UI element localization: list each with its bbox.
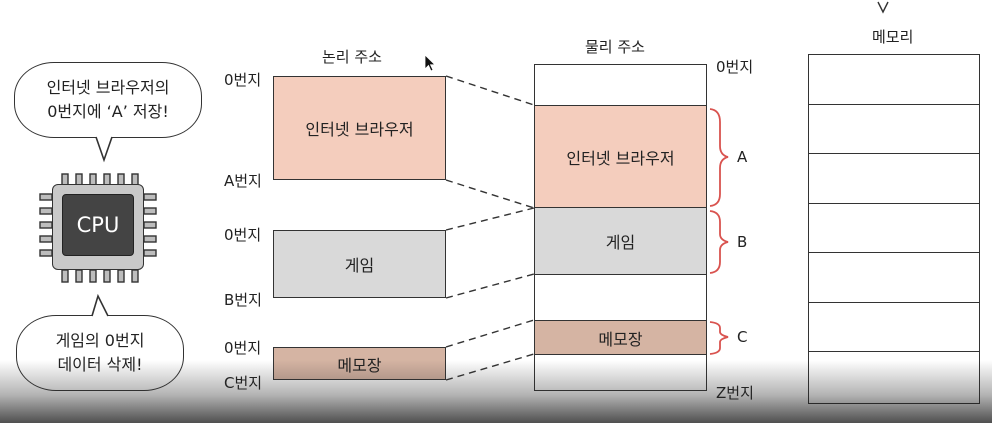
logical-game-start-address: 0번지 <box>224 226 262 244</box>
cpu-label: CPU <box>62 194 134 256</box>
logical-game-end-address: B번지 <box>224 291 262 309</box>
cpu-bubble-line2: 0번지에 ‘A’ 저장! <box>47 102 169 121</box>
cpu-speech-bubble: 인터넷 브라우저의 0번지에 ‘A’ 저장! <box>14 62 202 138</box>
memory-table <box>808 54 980 404</box>
physical-notepad-block: 메모장 <box>534 320 707 355</box>
physical-address-title: 물리 주소 <box>585 38 645 56</box>
logical-browser-start-address: 0번지 <box>224 71 262 89</box>
logical-game-block: 게임 <box>273 230 446 298</box>
memory-row-divider <box>809 203 979 204</box>
memory-row-divider <box>809 351 979 352</box>
logical-browser-block: 인터넷 브라우저 <box>273 76 446 180</box>
memory-title: 메모리 <box>872 28 914 46</box>
logical-address-title: 논리 주소 <box>322 48 382 66</box>
memory-row-divider <box>809 153 979 154</box>
brace-label-a: A <box>737 148 748 166</box>
brace-label-c: C <box>737 328 748 346</box>
physical-start-address: 0번지 <box>716 58 754 76</box>
brace-label-b: B <box>737 233 748 251</box>
memory-row-divider <box>809 104 979 105</box>
memory-row-divider <box>809 302 979 303</box>
logical-browser-end-address: A번지 <box>224 172 262 190</box>
logical-notepad-start-address: 0번지 <box>224 339 262 357</box>
mouse-pointer-icon <box>424 54 436 72</box>
cpu-bubble-line1: 인터넷 브라우저의 <box>46 78 170 97</box>
memory-row-divider <box>809 252 979 253</box>
physical-game-block: 게임 <box>534 207 707 275</box>
game-bubble-line1: 게임의 0번지 <box>55 331 145 350</box>
